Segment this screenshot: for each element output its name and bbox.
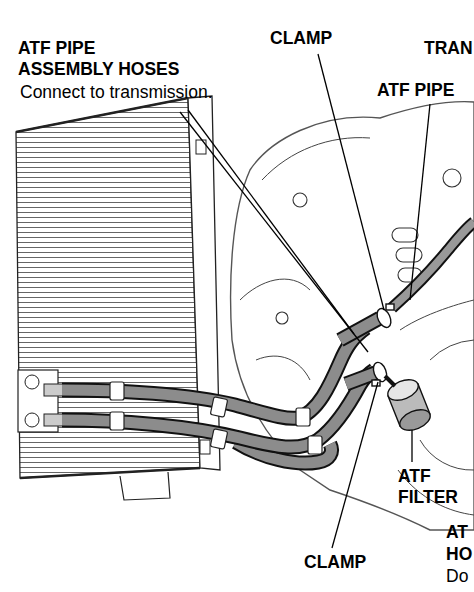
part-label: Do xyxy=(446,566,474,587)
part-label: TRAN xyxy=(424,38,474,59)
housing-bosses xyxy=(276,169,461,324)
part-label: AT xyxy=(446,522,474,543)
transmission-housing xyxy=(231,102,474,530)
part-label: ATF PIPE xyxy=(377,80,473,101)
atf-pipe xyxy=(392,222,474,308)
atf-hoses xyxy=(62,318,380,463)
leader-lines xyxy=(180,54,430,548)
atf-filter xyxy=(385,376,433,435)
part-label: Connect to transmission. xyxy=(20,82,260,103)
hose-clamps xyxy=(371,304,394,386)
part-label: CLAMP xyxy=(270,28,360,49)
part-label: CLAMP xyxy=(304,552,394,573)
radiator xyxy=(16,96,220,500)
part-label: ATF FILTER xyxy=(398,466,470,508)
part-label: ATF PIPE ASSEMBLY HOSES xyxy=(18,38,188,80)
part-label: HO xyxy=(446,544,474,565)
